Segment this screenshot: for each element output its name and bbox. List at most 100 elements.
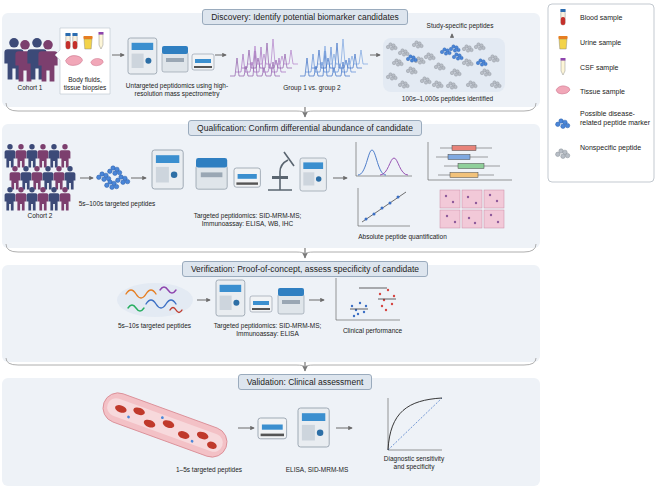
peptide-cloud — [449, 45, 460, 52]
cohort-people — [27, 144, 38, 167]
label-slot: Study-specific peptides — [415, 22, 505, 30]
quantification-charts — [490, 214, 492, 216]
caption-text: Cohort 1 — [5, 84, 55, 92]
legend-slot: Blood sample — [580, 14, 652, 23]
blood-vessel — [206, 440, 218, 450]
lab-instruments — [234, 168, 260, 187]
panel-background — [2, 378, 540, 486]
mass-spectrometer — [162, 46, 188, 72]
panel-background — [2, 13, 540, 486]
lab-instruments — [258, 418, 287, 439]
peptide-cloud — [432, 81, 443, 88]
stage-panel: Verification: Proof-of-concept, assess s… — [2, 258, 540, 362]
cohort-people — [38, 40, 57, 82]
peptide-cloud — [406, 67, 417, 74]
roc-curve — [388, 398, 442, 450]
peptide-mix — [117, 283, 193, 317]
label-slot: 5s–10s targeted peptides — [112, 322, 197, 330]
scatter-plot — [336, 278, 400, 320]
sample-callout — [83, 36, 92, 49]
legend-box — [556, 86, 570, 94]
flow-arrow — [80, 178, 93, 179]
peptide-cloud — [406, 55, 417, 62]
cohort-people — [16, 187, 27, 210]
flow-arrow — [131, 178, 146, 179]
label-slot: Cohort 2 — [8, 212, 72, 220]
blood-vessel — [99, 389, 231, 462]
flow-arrow — [309, 300, 324, 301]
caption-text: Absolute peptide quantification — [350, 233, 455, 241]
peptide-cloud — [398, 49, 409, 56]
panel-background — [2, 13, 540, 107]
flow-arrow — [336, 428, 352, 429]
peptide-cloud — [383, 38, 505, 92]
quantification-charts — [440, 190, 460, 208]
scatter-plot — [391, 303, 393, 305]
cohort-people — [49, 187, 60, 210]
quantification-charts — [462, 190, 482, 208]
cohort-people — [5, 144, 76, 210]
legend-box — [556, 119, 570, 129]
peptide-mix — [126, 287, 182, 313]
legend-text: Tissue sample — [580, 88, 652, 97]
blood-vessel — [99, 389, 231, 462]
scatter-plot — [359, 302, 361, 304]
flow-arrow — [333, 178, 347, 179]
stage-panel: Qualification: Confirm differential abun… — [2, 117, 540, 248]
lab-instruments — [278, 288, 304, 314]
lab-instruments — [216, 280, 245, 316]
quantification-charts — [356, 142, 512, 228]
roc-curve — [388, 398, 442, 450]
legend-text: Possible disease-related peptide marker — [580, 110, 652, 127]
mass-spectrometer — [128, 38, 214, 74]
quantification-charts — [458, 164, 484, 169]
cohort-people — [60, 144, 71, 167]
peptide-cloud — [386, 73, 397, 80]
label-slot: Body fluids, tissue biopsies — [60, 76, 110, 91]
stage-header: Discovery: Identify potential biomarker … — [202, 9, 408, 25]
peptide-mix — [126, 290, 156, 298]
blood-vessel — [161, 416, 165, 420]
blood-vessel — [190, 439, 194, 443]
legend-box — [561, 58, 566, 75]
quantification-charts — [489, 194, 491, 196]
quantification-charts — [380, 158, 408, 175]
peptide-cloud — [446, 82, 457, 89]
stage-header: Validation: Clinical assessment — [238, 374, 373, 390]
scatter-plot — [363, 311, 365, 313]
quantification-charts — [358, 150, 386, 175]
spectra — [248, 39, 298, 64]
caption-text: Targeted peptidomics: SID-MRM-MS; Immuno… — [205, 322, 330, 337]
peptide-cluster — [108, 166, 122, 176]
caption-text: Study-specific peptides — [415, 22, 505, 30]
legend-text: CSF sample — [580, 64, 652, 73]
quantification-charts — [445, 194, 499, 224]
cohort-people — [60, 187, 71, 210]
peptide-cloud — [466, 81, 477, 88]
caption-text: Cohort 2 — [8, 212, 72, 220]
legend-text: Urine sample — [580, 39, 652, 48]
label-slot: Clinical performance — [335, 327, 410, 335]
quantification-charts — [474, 222, 476, 224]
scatter-plot — [379, 293, 381, 295]
label-slot: 1–5s targeted peptides — [168, 466, 250, 474]
quantification-charts — [454, 221, 456, 223]
caption-text: Group 1 vs. group 2 — [272, 84, 352, 92]
quantification-charts — [497, 221, 499, 223]
peptide-cloud — [462, 59, 473, 66]
cohort-people — [38, 187, 49, 210]
legend-text: Blood sample — [580, 14, 652, 23]
sample-callout — [55, 28, 110, 94]
scatter-plot — [351, 305, 353, 307]
legend-box — [560, 9, 565, 25]
quantification-charts — [445, 195, 447, 197]
stage-bracket — [6, 358, 305, 367]
flow-arrow — [370, 55, 380, 56]
mass-spectrometer — [128, 38, 157, 74]
quantification-charts — [467, 196, 469, 198]
quantification-charts — [356, 142, 412, 176]
blood-vessel — [143, 418, 157, 429]
